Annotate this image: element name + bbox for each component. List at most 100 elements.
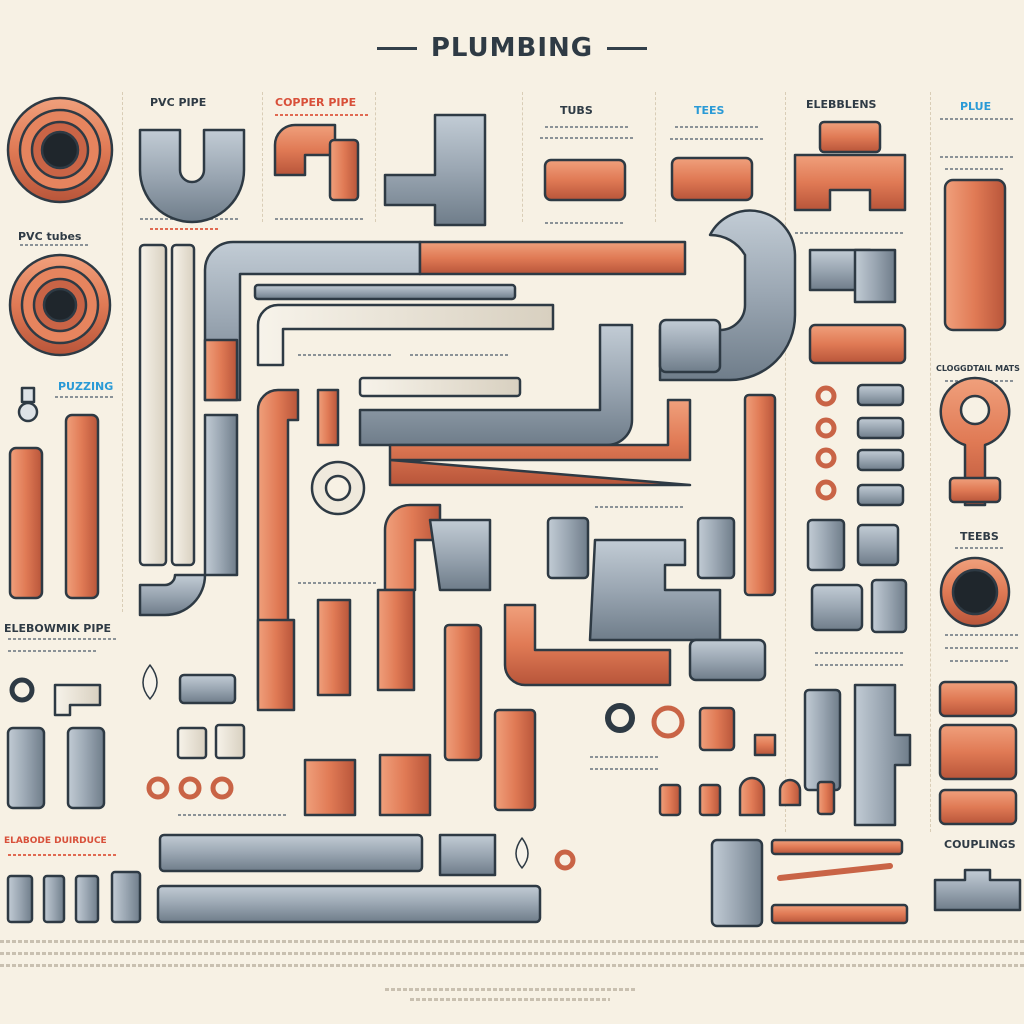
washer-icon [605,703,635,733]
column-divider [522,92,523,222]
caption-line [940,114,1015,124]
pvc-tee-icon [853,683,912,827]
copper-pipe-icon [493,708,537,812]
copper-rod-icon [777,863,893,881]
copper-tee-icon [793,153,907,212]
label-bottom-left: ELABODE DUIRDUCE [4,836,107,846]
pvc-fitting-icon [688,638,767,682]
pvc-fitting-icon [438,833,497,877]
caption-line [945,630,1020,640]
pvc-u-trap-icon [138,128,246,224]
pvc-tee-icon [383,113,487,227]
copper-tee-icon [939,376,1011,507]
footer-text-line [385,988,635,991]
copper-washer-icon [146,776,170,800]
copper-coupling-icon [543,158,627,202]
label-tees-right: TEEBS [960,530,999,543]
title-rule-left [376,46,417,50]
label-elbows: ELEBBLENS [806,98,877,111]
caption-line [150,224,220,234]
copper-coil-icon [6,96,114,204]
pvc-fitting-icon [810,583,864,632]
caption-line [8,850,118,860]
copper-elbow-icon [383,503,442,592]
caption-line [298,578,378,588]
label-pvc-pipe: PVC PIPE [150,96,207,109]
label-tubs: TUBS [560,104,593,117]
copper-fitting-icon [328,138,360,202]
caption-line [545,122,630,132]
water-drop-icon [142,664,158,700]
caption-line [275,214,365,224]
pvc-coupling-icon [803,688,842,792]
copper-coil-icon [8,253,112,357]
caption-line [590,764,660,774]
pvc-coupling-icon [856,523,900,567]
caption-line [540,133,635,143]
washer-icon [815,447,837,469]
cream-pipe-icon [358,376,522,398]
column-divider [375,92,376,222]
caption-line [178,810,288,820]
copper-washer-icon [178,776,202,800]
label-puzzing: PUZZING [58,380,114,393]
copper-elbow-icon [273,123,337,177]
washer-icon [9,677,35,703]
label-clogged: CLOGGDTAIL MATS [936,364,1020,373]
washer-icon [815,385,837,407]
cream-elbow-pipe-icon [256,303,555,367]
copper-pipe-icon [770,903,909,925]
caption-line [8,634,118,644]
pvc-coupling-icon [6,726,46,810]
pvc-long-pipe-icon [158,833,424,873]
label-couplings: COUPLINGS [944,838,1016,851]
pvc-coupling-icon [658,318,722,374]
copper-pipe-icon [743,393,777,597]
page-title: PLUMBING [430,33,594,63]
copper-coupling-icon [938,680,1018,718]
copper-cap-icon [738,776,766,817]
caption-line [940,152,1015,162]
pvc-cap-icon [6,874,34,924]
pvc-coupling-icon [806,518,846,572]
copper-long-pipe-icon [418,240,687,276]
caption-line [670,134,765,144]
pvc-coupling-icon [870,578,908,634]
pvc-long-pipe-icon [156,884,542,924]
copper-pipe-icon [203,338,239,402]
pvc-coupling-icon [546,516,590,580]
pvc-cap-icon [42,874,66,924]
caption-line [945,164,1005,174]
label-tees: TEES [694,104,725,117]
column-divider [122,92,123,612]
copper-pipe-icon [64,413,100,600]
pvc-coupling-icon [696,516,736,580]
caption-line [275,110,370,120]
caption-line [55,392,115,402]
copper-fitting-icon [816,780,836,816]
pvc-pipe-icon [203,413,239,577]
pvc-coupling-icon [710,838,764,928]
column-divider [785,92,786,832]
cream-elbow-icon [53,683,102,717]
pvc-plug-icon [856,483,905,507]
title-bar: PLUMBING [0,26,1024,70]
washer-icon [815,417,837,439]
column-divider [655,92,656,222]
caption-line [795,228,905,238]
caption-line [950,656,1010,666]
copper-coupling-icon [808,323,907,365]
copper-pipe-icon [376,588,416,692]
pvc-pipe-icon [253,283,517,301]
label-elbow-pipe: ELEBOWMIK PIPE [4,622,112,635]
copper-pipe-icon [443,623,483,762]
footer-text-line [0,952,1024,955]
pvc-tee-icon [933,868,1022,912]
caption-line [20,240,90,250]
copper-pipe-icon [316,598,352,697]
caption-line [675,122,760,132]
caption-line [595,502,685,512]
washer-icon [815,479,837,501]
copper-cap-icon [778,778,802,807]
